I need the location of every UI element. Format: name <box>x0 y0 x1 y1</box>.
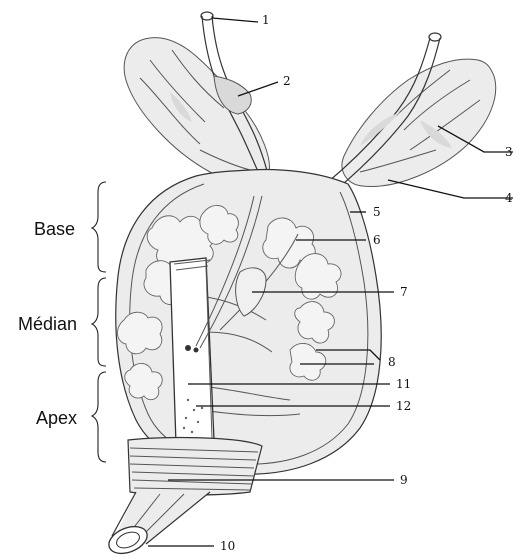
label-10: 10 <box>220 539 235 553</box>
label-8: 8 <box>388 355 396 369</box>
leader-4 <box>388 180 513 198</box>
urethral-sphincter <box>128 438 262 495</box>
label-12: 12 <box>396 399 411 413</box>
label-5: 5 <box>373 205 381 219</box>
leader-1 <box>212 18 258 22</box>
label-3: 3 <box>505 145 513 159</box>
label-11: 11 <box>396 377 411 391</box>
zone-label-base: Base <box>34 219 75 239</box>
zone-label-apex: Apex <box>36 408 77 428</box>
brace-base <box>92 182 106 272</box>
label-6: 6 <box>373 233 381 247</box>
zone-braces <box>92 182 106 462</box>
brace-median <box>92 278 106 366</box>
left-seminal-vesicle <box>124 38 269 186</box>
label-1: 1 <box>262 13 270 27</box>
right-seminal-vesicle <box>342 59 496 186</box>
label-2: 2 <box>283 74 291 88</box>
brace-apex <box>92 372 106 462</box>
zone-label-median: Médian <box>18 314 77 334</box>
label-7: 7 <box>400 285 408 299</box>
label-4: 4 <box>505 191 513 205</box>
label-9: 9 <box>400 473 408 487</box>
spongy-urethra <box>105 492 210 558</box>
